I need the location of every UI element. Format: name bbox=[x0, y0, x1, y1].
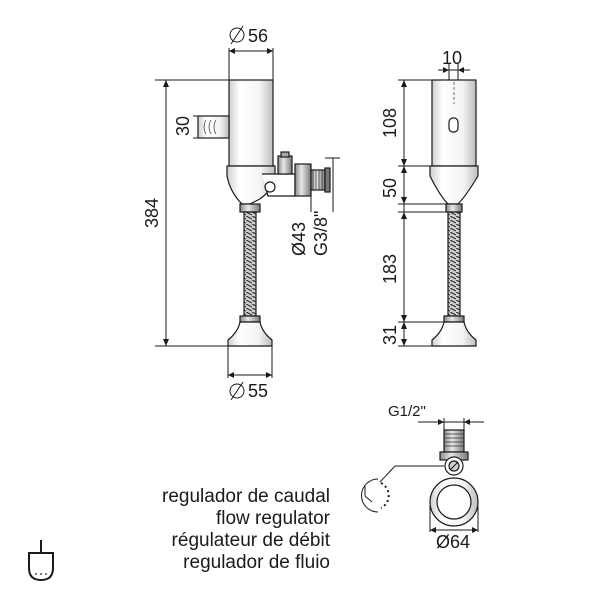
head-height-label: 108 bbox=[380, 108, 400, 138]
front-view bbox=[197, 79, 331, 347]
outlet-thread-label: G1/2" bbox=[388, 403, 426, 420]
sensor-width-label: 10 bbox=[442, 48, 462, 68]
legend-spanish: regulador de caudal bbox=[162, 486, 330, 507]
clamp-diameter-label: Ø64 bbox=[436, 532, 470, 552]
hose-length-label: 183 bbox=[380, 254, 400, 284]
inlet-diameter-label: Ø43 bbox=[289, 222, 309, 256]
side-hose bbox=[447, 211, 461, 317]
cone-height-label: 50 bbox=[380, 178, 400, 198]
side-cone-body bbox=[429, 165, 479, 205]
base-diameter-label: 55 bbox=[248, 381, 268, 401]
diameter-symbol-icon bbox=[229, 381, 245, 401]
legend-portuguese: regulador de fluio bbox=[183, 552, 330, 573]
front-head-body bbox=[228, 79, 274, 167]
button-height-label: 30 bbox=[173, 116, 193, 136]
side-dimensions: 10 108 50 183 31 bbox=[380, 48, 470, 347]
legend-english: flow regulator bbox=[215, 508, 330, 529]
clamp-dimensions: G1/2" Ø64 bbox=[388, 403, 484, 552]
plug-icon bbox=[28, 540, 54, 582]
total-height-label: 384 bbox=[142, 198, 162, 228]
inlet-coupling bbox=[294, 163, 312, 197]
clamp-view bbox=[379, 429, 479, 527]
sensor-window bbox=[448, 117, 459, 133]
front-hose bbox=[243, 211, 257, 317]
flow-regulator-legend: regulador de caudal flow regulator régul… bbox=[140, 486, 330, 574]
base-height-label: 31 bbox=[380, 325, 400, 345]
top-diameter-label: 56 bbox=[248, 26, 268, 46]
inlet-thread-label: G3/8" bbox=[311, 211, 331, 256]
legend-french: régulateur de débit bbox=[171, 530, 330, 551]
front-dimensions: 56 384 30 Ø43 G3/8" 55 bbox=[142, 25, 340, 401]
clock-dial-icon bbox=[361, 478, 390, 513]
diameter-symbol-icon bbox=[229, 25, 245, 45]
side-base bbox=[431, 321, 477, 347]
push-button bbox=[197, 115, 230, 139]
outlet-thread bbox=[443, 429, 465, 453]
side-view bbox=[429, 79, 479, 347]
front-base bbox=[227, 321, 273, 347]
